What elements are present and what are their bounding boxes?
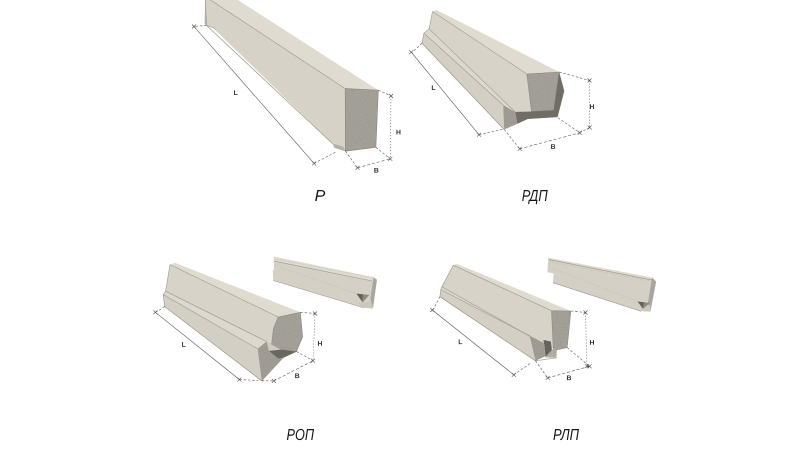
svg-text:L: L <box>458 339 462 346</box>
svg-text:B: B <box>567 375 572 382</box>
svg-text:B: B <box>551 144 556 151</box>
svg-text:РЛП: РЛП <box>553 427 579 444</box>
svg-text:РОП: РОП <box>287 427 315 444</box>
svg-text:H: H <box>589 340 594 347</box>
svg-text:L: L <box>234 90 238 97</box>
svg-text:H: H <box>396 129 401 136</box>
svg-text:L: L <box>182 342 186 349</box>
svg-text:РДП: РДП <box>522 188 548 205</box>
svg-text:H: H <box>317 341 322 348</box>
svg-text:B: B <box>295 373 300 380</box>
svg-text:H: H <box>589 104 594 111</box>
svg-text:Р: Р <box>315 188 326 205</box>
svg-text:B: B <box>374 168 379 175</box>
svg-text:L: L <box>431 85 435 92</box>
